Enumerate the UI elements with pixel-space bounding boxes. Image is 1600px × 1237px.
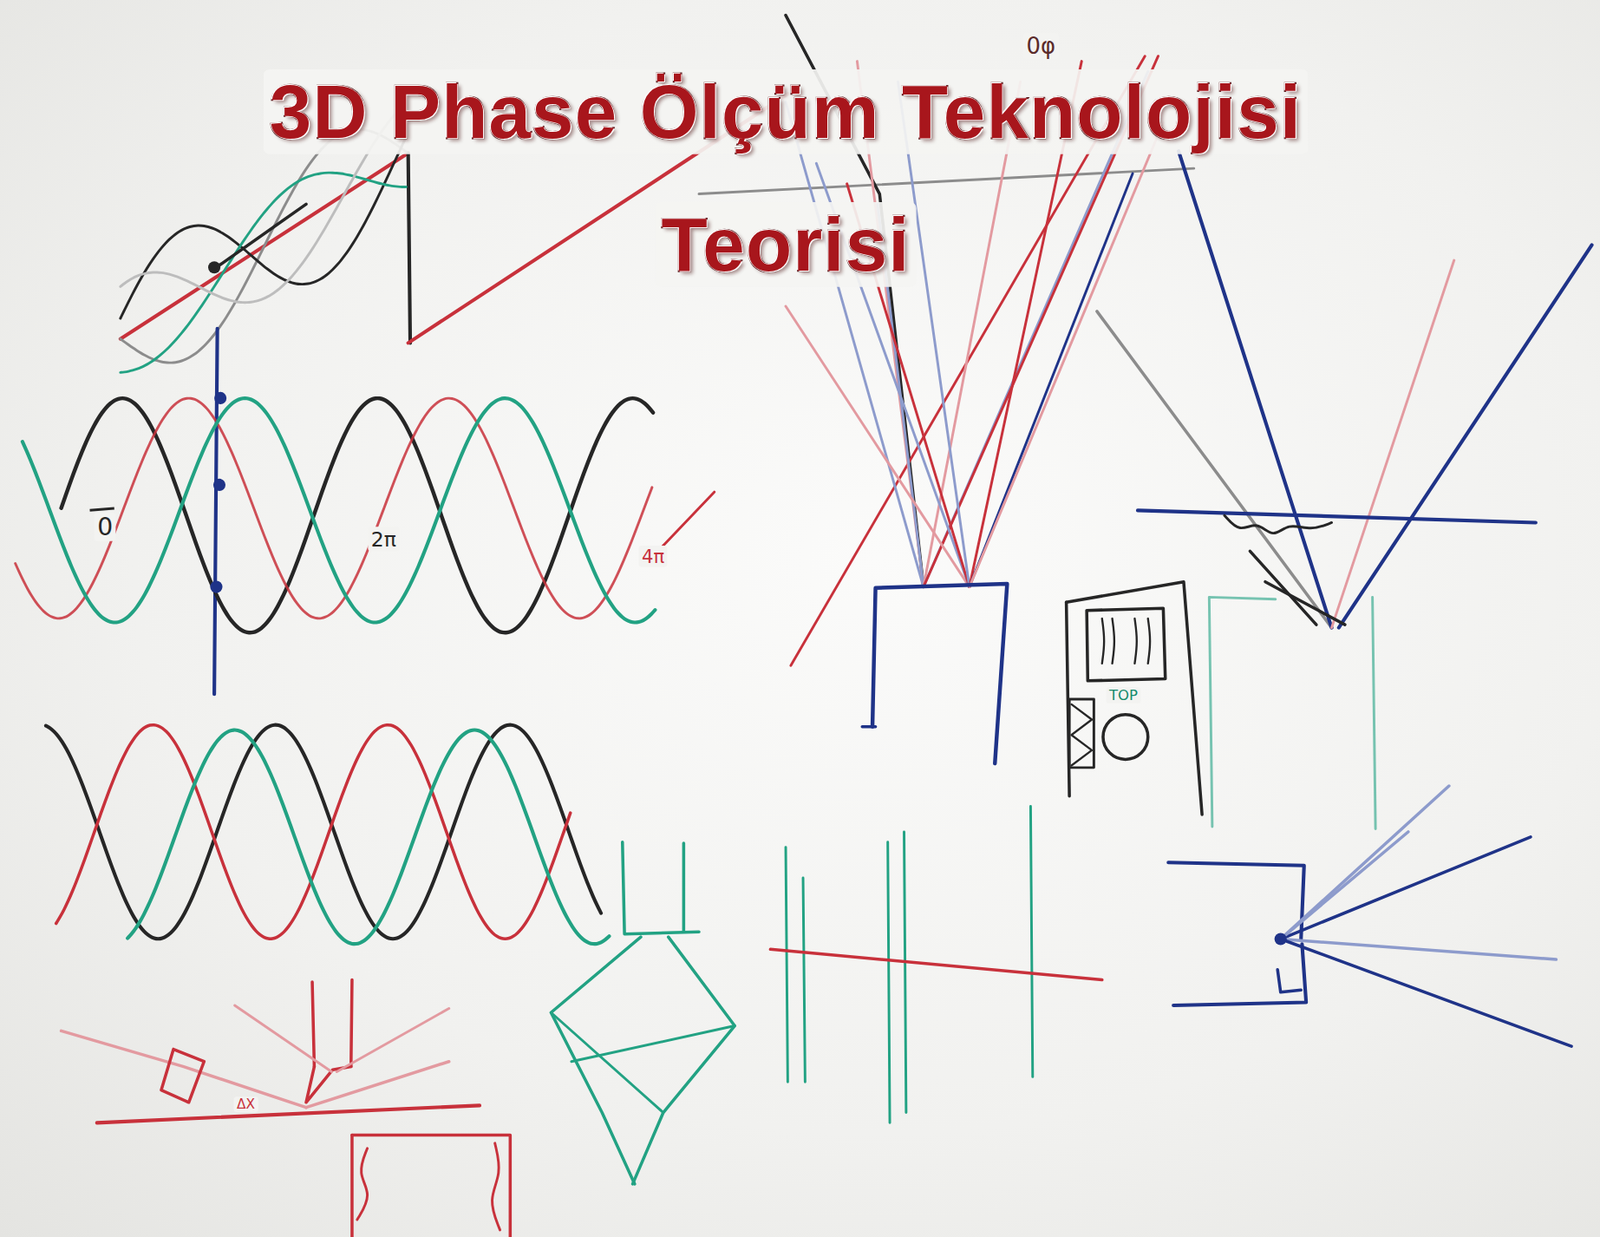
sensor-housing — [862, 724, 876, 729]
light-ray — [550, 1012, 663, 1112]
light-ray — [336, 1008, 449, 1072]
sine-wave — [61, 398, 654, 633]
phase-label: 0φ — [1023, 32, 1059, 59]
projector-body — [351, 979, 353, 1067]
screen-frame — [1086, 607, 1166, 681]
device-label: TOP — [1105, 686, 1141, 704]
sine-wave — [56, 724, 571, 940]
light-ray — [1265, 581, 1346, 625]
sensor-housing — [1173, 943, 1307, 1006]
axis-label: 0 — [94, 512, 117, 542]
sine-wave — [127, 730, 609, 945]
light-ray — [785, 306, 970, 588]
guide-line — [698, 168, 1195, 194]
fringe-line — [904, 831, 907, 1113]
surface-line — [1137, 509, 1536, 523]
light-ray — [571, 1025, 735, 1062]
projector-body — [312, 981, 314, 1067]
probe-bracket — [1372, 596, 1377, 829]
sample-line — [214, 328, 218, 694]
light-ray — [1280, 836, 1531, 940]
screen-mark — [1134, 618, 1137, 664]
title: 3D Phase Ölçüm Teknolojisi Teorisi — [148, 45, 1424, 312]
probe-body — [622, 842, 699, 934]
surface-profile — [1224, 515, 1333, 533]
sine-wave — [22, 398, 656, 622]
sample-dot — [208, 261, 221, 274]
phase-jump — [408, 152, 411, 343]
light-ray — [550, 936, 641, 1184]
sample-dot — [1274, 932, 1287, 945]
light-ray — [1280, 939, 1572, 1047]
light-ray — [785, 102, 924, 588]
light-ray — [897, 81, 969, 587]
light-ray — [1249, 550, 1316, 625]
light-ray — [1097, 311, 1333, 628]
fringe-line — [785, 847, 788, 1083]
axis-label: 2π — [367, 526, 399, 551]
light-ray — [1332, 260, 1455, 628]
probe-body — [682, 842, 686, 932]
fringe-line — [888, 842, 890, 1124]
camera-body — [161, 1049, 204, 1103]
sensor-housing — [1277, 969, 1301, 993]
sensor-housing — [872, 583, 1007, 764]
reference-plane — [97, 1104, 480, 1123]
light-ray — [923, 81, 1021, 587]
sample-dot — [214, 391, 227, 405]
object-box — [350, 1134, 354, 1237]
fringe-wave — [120, 137, 406, 319]
light-ray — [1178, 150, 1332, 628]
fringe-line — [803, 877, 805, 1082]
tick-mark — [90, 508, 115, 510]
sample-dot — [213, 478, 226, 491]
title-text: 3D Phase Ölçüm Teknolojisi Teorisi — [263, 69, 1308, 288]
sensor-housing — [1168, 862, 1304, 939]
object-box — [352, 1134, 510, 1237]
surface-squiggle — [357, 1148, 368, 1220]
device-outline — [1066, 581, 1202, 815]
projector-body — [306, 1066, 352, 1103]
light-ray — [1280, 785, 1450, 939]
light-ray — [633, 936, 736, 1184]
fringe-line — [1030, 806, 1032, 1078]
sine-wave — [15, 398, 653, 619]
lens-circle — [1103, 714, 1149, 760]
light-ray — [1338, 244, 1593, 627]
screen-mark — [1112, 618, 1115, 664]
light-ray — [1280, 831, 1409, 940]
laser-beam — [770, 948, 1102, 980]
light-ray — [969, 122, 1164, 587]
screen-mark — [1148, 618, 1150, 664]
dashed-ramp — [215, 203, 307, 268]
axis-label: 4π — [638, 545, 667, 568]
surface-squiggle — [492, 1142, 501, 1230]
fringe-wave — [120, 129, 406, 363]
screen-mark — [1102, 618, 1104, 664]
light-ray — [1280, 939, 1557, 960]
light-ray — [969, 173, 1133, 588]
dimension-label: ΔX — [234, 1096, 259, 1112]
light-ray — [61, 1030, 307, 1107]
probe-bracket — [1208, 596, 1275, 827]
light-ray — [235, 1005, 333, 1072]
sample-dot — [209, 581, 223, 594]
vent-panel — [1069, 698, 1094, 768]
vent-panel — [1071, 704, 1092, 766]
